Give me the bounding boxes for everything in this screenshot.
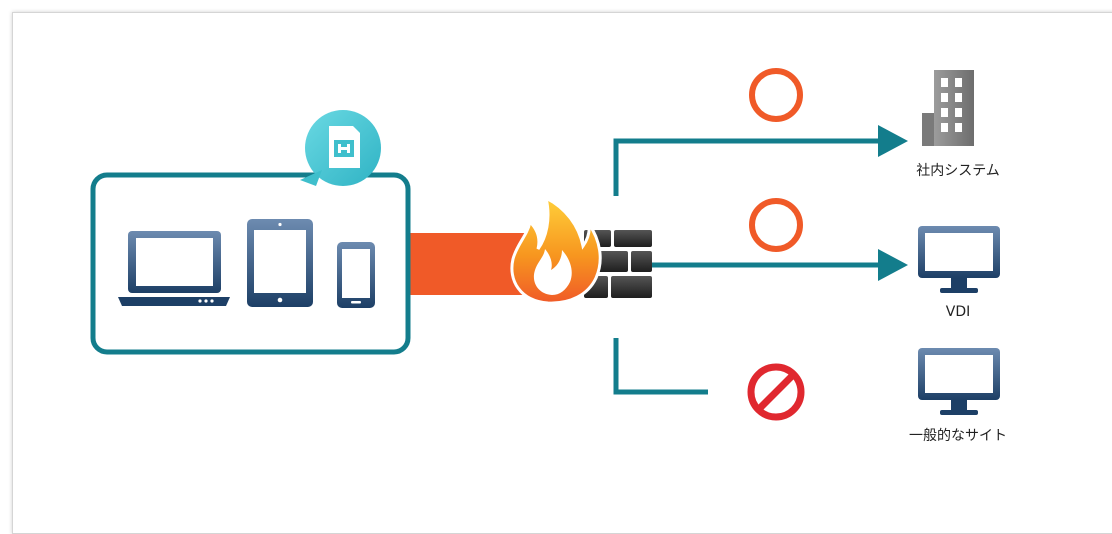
destination-label-vdi: VDI	[945, 304, 971, 320]
smartphone-icon	[337, 242, 375, 308]
monitor-icon	[918, 348, 1000, 415]
tablet-icon	[247, 219, 313, 307]
sim-card-icon	[329, 126, 360, 168]
laptop-icon	[118, 231, 230, 306]
branch-line-bottom	[613, 338, 708, 395]
network-diagram	[90, 68, 1000, 421]
fire-icon	[510, 195, 602, 305]
allowed-marker-top	[749, 68, 803, 122]
monitor-icon	[918, 226, 1000, 293]
arrowhead-middle	[878, 249, 908, 281]
blocked-marker	[747, 363, 805, 421]
arrowhead-top	[878, 125, 908, 157]
destination-label-internal-system: 社内システム	[916, 163, 1000, 179]
branch-line-top	[613, 138, 895, 196]
office-building-icon	[922, 70, 974, 146]
destination-label-general-sites: 一般的なサイト	[909, 428, 1007, 444]
allowed-marker-middle	[749, 198, 803, 252]
branch-lines	[613, 138, 895, 395]
sim-badge	[300, 110, 381, 186]
